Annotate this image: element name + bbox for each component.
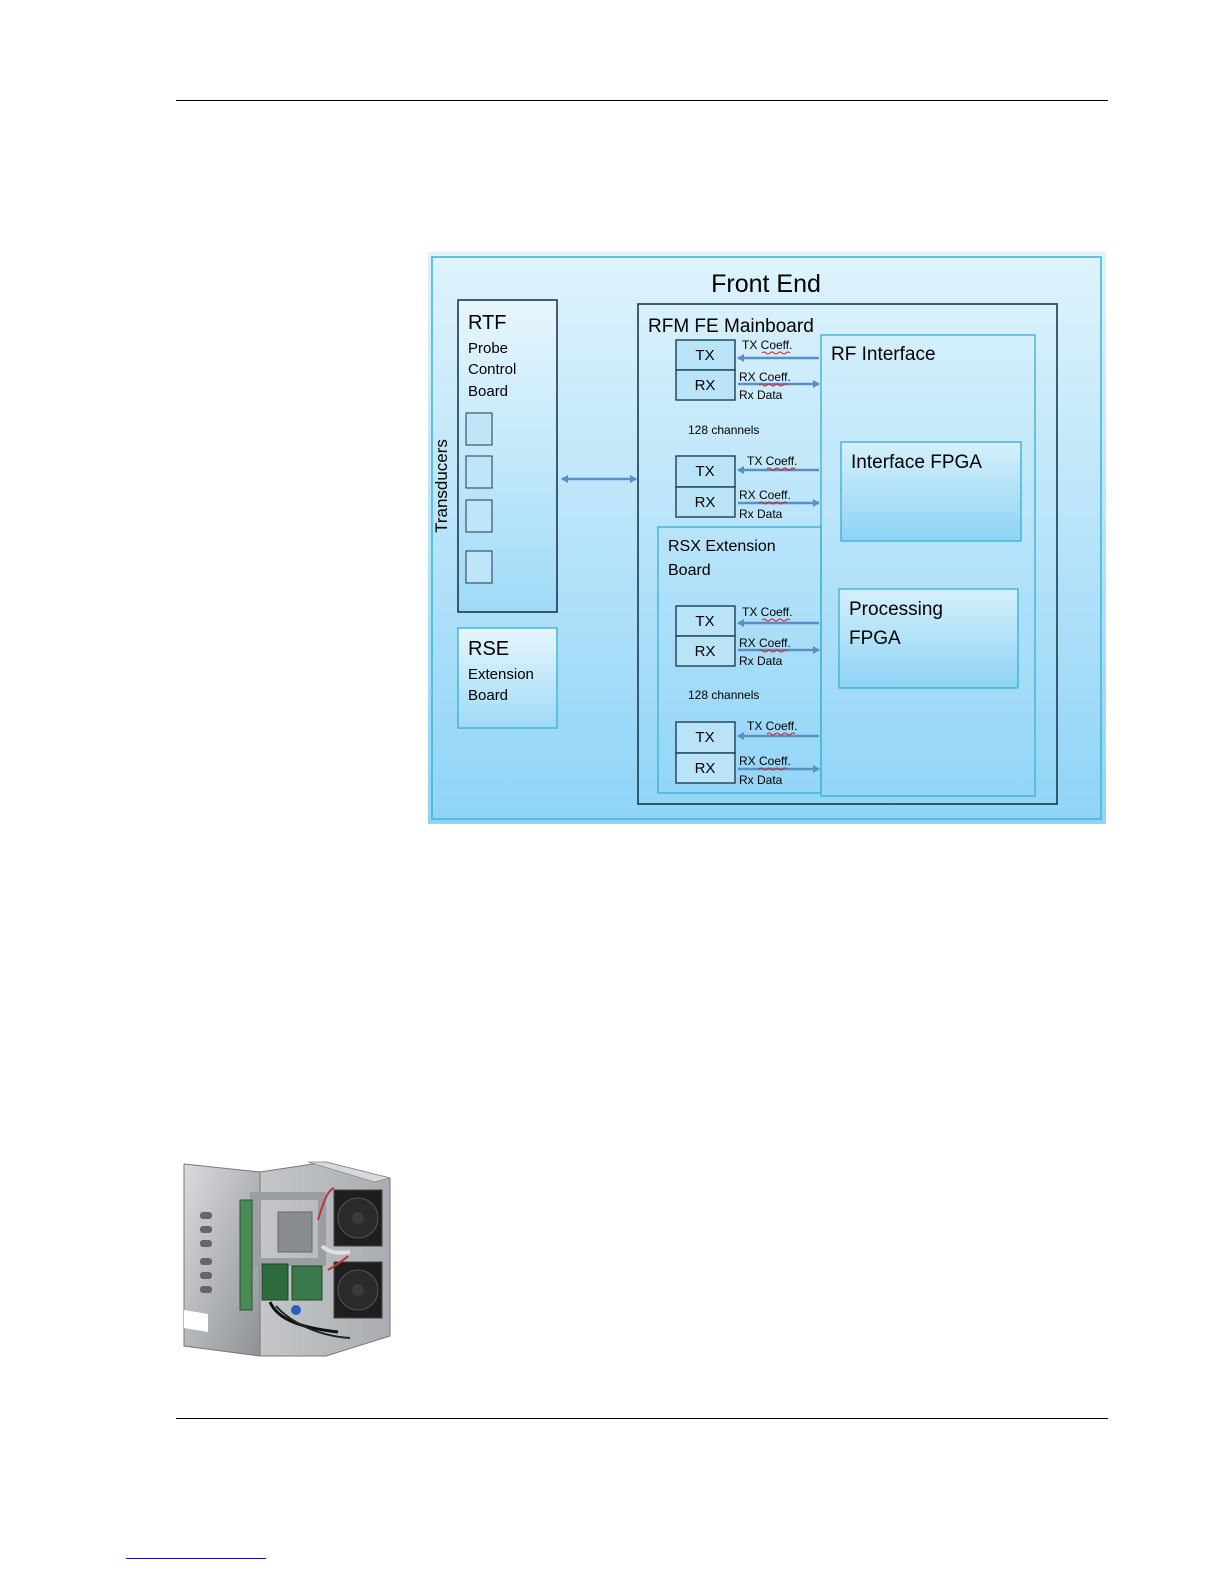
rx-coeff-label: RX Coeff. — [739, 488, 791, 502]
interface-fpga-title: Interface FPGA — [851, 452, 982, 473]
diagram-title: Front End — [711, 270, 821, 298]
rx-data-label: Rx Data — [739, 654, 783, 668]
tx-label: TX — [695, 613, 714, 630]
tx-label: TX — [695, 347, 714, 364]
connector-slot — [465, 550, 493, 584]
rse-line-1: Extension — [468, 666, 534, 683]
interface-fpga-box — [840, 441, 1022, 542]
tx-label: TX — [695, 463, 714, 480]
rx-coeff-label: RX Coeff. — [739, 636, 791, 650]
connector-slot — [465, 412, 493, 446]
rtf-line-3: Board — [468, 383, 508, 400]
rtf-title: RTF — [468, 312, 507, 334]
front-end-frame — [431, 256, 1102, 820]
tx-coeff-label: TX Coeff. — [747, 719, 797, 733]
channel-group-4: TX RX TX Coeff. RX Coeff. Rx Data — [675, 719, 820, 787]
rsx-board-frame — [657, 526, 822, 794]
rx-label: RX — [695, 643, 716, 660]
hardware-chassis-photo — [178, 1160, 392, 1360]
rse-title: RSE — [468, 638, 509, 660]
rx-coeff-label: RX Coeff. — [739, 754, 791, 768]
channel-group-2: TX RX TX Coeff. RX Coeff. Rx Data — [675, 454, 820, 521]
rsx-line-1: RSX Extension — [668, 538, 776, 555]
rx-data-label: Rx Data — [739, 507, 783, 521]
rtf-line-2: Control — [468, 361, 516, 378]
tx-coeff-label: TX Coeff. — [747, 454, 797, 468]
header-rule — [176, 100, 1108, 101]
tx-box — [675, 339, 736, 371]
processing-fpga-line-1: Processing — [849, 599, 943, 620]
transducers-label: Transducers — [432, 439, 451, 533]
rx-label: RX — [695, 377, 716, 394]
processing-fpga-box — [838, 588, 1019, 689]
footer-rule — [176, 1418, 1108, 1419]
tx-coeff-label: TX Coeff. — [742, 338, 792, 352]
rsx-line-2: Board — [668, 562, 711, 579]
rtf-line-1: Probe — [468, 340, 508, 357]
rx-data-label: Rx Data — [739, 773, 783, 787]
connector-slot — [465, 455, 493, 489]
rx-box — [675, 752, 736, 784]
tx-box — [675, 455, 736, 488]
rse-board: RSE Extension Board — [457, 627, 558, 729]
footer-link-underline[interactable] — [126, 1558, 266, 1559]
rx-label: RX — [695, 494, 716, 511]
rx-label: RX — [695, 760, 716, 777]
rx-box — [675, 486, 736, 518]
rx-box — [675, 369, 736, 401]
channels-label-1: 128 channels — [688, 423, 759, 437]
rx-coeff-label: RX Coeff. — [739, 370, 791, 384]
tx-coeff-label: TX Coeff. — [742, 605, 792, 619]
mainboard-title: RFM FE Mainboard — [648, 316, 814, 337]
connector-slot — [465, 499, 493, 533]
tx-label: TX — [695, 729, 714, 746]
rse-line-2: Board — [468, 687, 508, 704]
rx-box — [675, 635, 736, 667]
tx-box — [675, 721, 736, 754]
rtf-board: RTF Probe Control Board — [457, 299, 558, 613]
rf-interface-title: RF Interface — [831, 344, 936, 365]
channel-group-1: TX RX TX Coeff. RX Coeff. Rx Data — [675, 338, 820, 402]
mainboard-frame — [637, 303, 1058, 805]
front-end-block-diagram: Front End Transducers RTF Probe Control … — [428, 252, 1106, 824]
processing-fpga-line-2: FPGA — [849, 628, 901, 649]
channels-label-2: 128 channels — [688, 688, 759, 702]
tx-box — [675, 605, 736, 637]
rx-data-label: Rx Data — [739, 388, 783, 402]
channel-group-3: TX RX TX Coeff. RX Coeff. Rx Data — [675, 605, 820, 668]
